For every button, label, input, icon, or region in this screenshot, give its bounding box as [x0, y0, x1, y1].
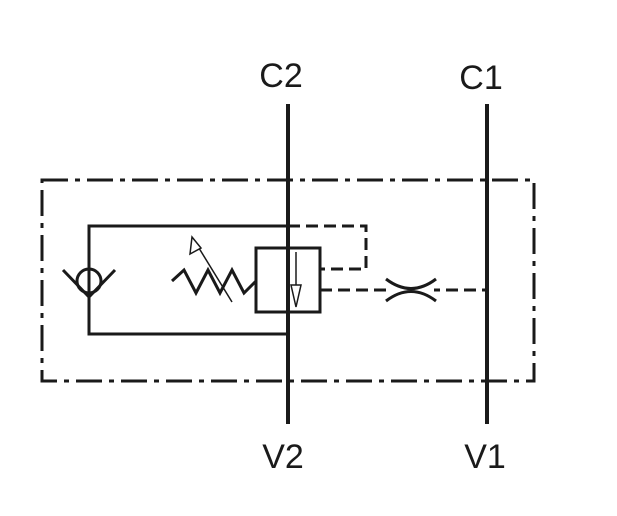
- check-valve-seat: [61, 268, 117, 300]
- check-valve-symbol: [61, 267, 117, 300]
- pilot-line-loop: [288, 224, 368, 271]
- check-valve-bypass-line: [87, 224, 288, 336]
- orifice-arc-top: [385, 277, 437, 290]
- check-valve-ball: [75, 267, 103, 295]
- port-label-c2: C2: [259, 57, 302, 95]
- spring-adjust-arrow-shaft: [193, 239, 233, 303]
- port-label-v1: V1: [464, 438, 506, 476]
- port-label-c1: C1: [459, 59, 502, 97]
- orifice-restrictor-symbol: [385, 277, 437, 303]
- flow-arrow-icon: [290, 252, 302, 308]
- adjustable-spring-symbol: [170, 235, 258, 303]
- spring-zigzag: [170, 266, 258, 297]
- orifice-arc-bottom: [385, 290, 437, 303]
- port-label-v2: V2: [262, 438, 304, 476]
- spring-adjust-arrow-head: [189, 235, 203, 256]
